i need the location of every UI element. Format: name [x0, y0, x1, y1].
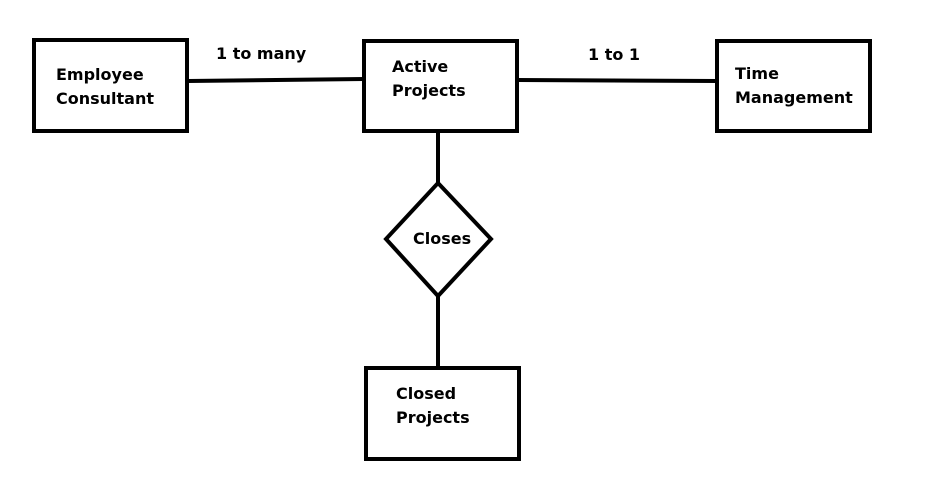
entity-time-management-label-line2: Management — [735, 88, 853, 107]
entity-employee-consultant-label-line2: Consultant — [56, 89, 154, 108]
entity-closed-projects-box — [364, 366, 521, 461]
entity-active-projects-label-line1: Active — [392, 57, 448, 76]
entity-active-projects-box — [362, 39, 519, 133]
cardinality-active-time-label: 1 to 1 — [588, 45, 640, 64]
entity-time-management-label-line1: Time — [735, 64, 779, 83]
cardinality-employee-active-label: 1 to many — [216, 44, 307, 63]
entity-time-management-box — [715, 39, 872, 133]
relationship-closes-label: Closes — [413, 229, 471, 248]
entity-employee-consultant-label-line1: Employee — [56, 65, 144, 84]
relationship-closes-diamond — [383, 180, 494, 299]
entity-closed-projects-label-line1: Closed — [396, 384, 456, 403]
entity-closed-projects-label-line2: Projects — [396, 408, 470, 427]
entity-active-projects-label-line2: Projects — [392, 81, 466, 100]
connector-employee-active — [187, 77, 365, 83]
entity-employee-consultant-box — [32, 38, 189, 133]
connector-active-time — [516, 78, 718, 83]
